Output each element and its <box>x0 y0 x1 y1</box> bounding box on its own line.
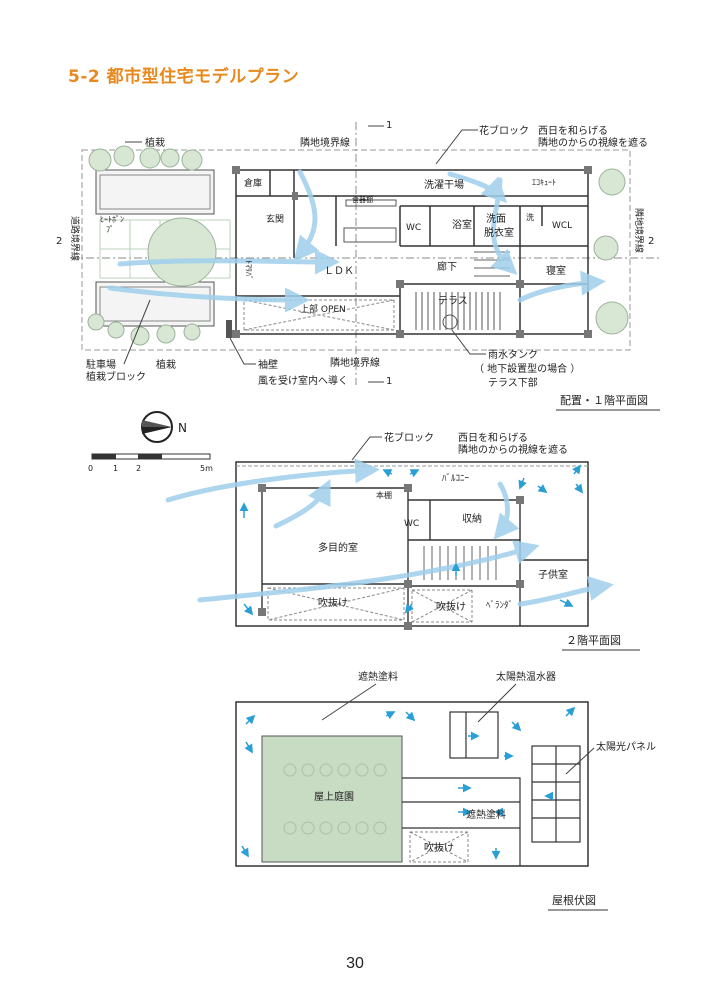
first-floor-plan: 植栽 隣地境界線 1 花ブロック 西日を和らげる 隣地のからの視線を遮る 2 2… <box>56 120 660 411</box>
label-neighbor-line-right: 隣地境界線 <box>633 208 645 253</box>
label-planting-top: 植栽 <box>145 136 165 149</box>
label-insulation-paint-mid: 遮熱塗料 <box>466 808 506 821</box>
building-walls <box>235 169 589 335</box>
label-ecocute: ｴｺｷｭｰﾄ <box>532 178 556 187</box>
label-neighbor-line-top: 隣地境界線 <box>300 136 350 149</box>
label-roof-void: 吹抜け <box>424 841 454 854</box>
wind-flow-arrows <box>107 169 606 313</box>
label-wc: WC <box>406 223 421 233</box>
label-void2: 吹抜け <box>436 600 466 613</box>
label-bedroom: 寝室 <box>546 264 566 277</box>
trees <box>87 145 629 346</box>
car-top <box>95 169 215 215</box>
label-tomaria: ﾄﾏﾘﾊﾞ <box>244 260 253 280</box>
label-wcl: WCL <box>552 221 572 231</box>
label-balcony: ﾊﾞﾙｺﾆｰ <box>442 473 470 484</box>
columns <box>232 166 592 338</box>
compass-n-label: N <box>178 421 187 435</box>
label-planting-bottom: 植栽 <box>156 358 176 371</box>
label-solar-panel: 太陽光パネル <box>596 740 656 753</box>
label-flower-block-note1: 西日を和らげる <box>538 125 608 137</box>
caption-plan2: ２階平面図 <box>566 633 621 647</box>
label-laundry: 洗濯干場 <box>424 178 464 191</box>
scale-tick-2: 2 <box>136 464 141 473</box>
label-multipurpose: 多目的室 <box>318 541 358 554</box>
scale-bar: 0 1 2 5m <box>88 453 213 473</box>
wind-flow-arrows-2f <box>165 458 614 607</box>
label-parking2: 植栽ブロック <box>86 370 146 383</box>
label-neighbor-line-bottom: 隣地境界線 <box>330 356 380 369</box>
label-2f-note1: 西日を和らげる <box>458 432 528 444</box>
label-entrance: 玄関 <box>266 213 284 225</box>
label-insulation-paint-top: 遮熱塗料 <box>358 670 398 683</box>
second-floor-plan: 花ブロック 西日を和らげる 隣地のからの視線を遮る ﾊﾞﾙｺﾆｰ 本棚 WC 収… <box>165 431 640 651</box>
label-road-line: 道路境界線 <box>69 216 81 261</box>
label-2f-note2: 隣地のからの視線を遮る <box>458 443 568 456</box>
label-terrace: テラス <box>438 295 468 307</box>
label-roof-garden: 屋上庭園 <box>314 790 354 803</box>
small-flow-arrows-2f <box>239 464 584 616</box>
roof-plan: 遮熱塗料 太陽熱温水器 太陽光パネル 屋上庭園 遮熱塗料 吹抜け 屋根伏図 <box>235 670 656 911</box>
label-ldk: ＬＤＫ <box>324 266 354 277</box>
label-veranda: ﾍﾞﾗﾝﾀﾞ <box>486 600 513 611</box>
label-2f-wc: WC <box>404 519 419 529</box>
page-number: 30 <box>346 955 364 972</box>
caption-plan1: 配置・１階平面図 <box>560 393 648 407</box>
label-dish-shelf: 食器棚 <box>352 195 373 204</box>
roof-garden-area <box>261 735 403 863</box>
label-parking1: 駐車場 <box>86 358 116 371</box>
label-wash2: 脱衣室 <box>484 226 514 239</box>
label-flower-block: 花ブロック <box>479 124 529 137</box>
label-wash1: 洗面 <box>486 213 506 225</box>
scale-tick-1: 1 <box>113 464 118 473</box>
small-flow-arrows-roof <box>240 706 576 860</box>
label-axis2-left: 2 <box>56 236 62 247</box>
label-corridor: 廊下 <box>437 260 457 273</box>
label-kids-room: 子供室 <box>538 568 568 581</box>
label-rain-tank-note2: テラス下部 <box>488 376 538 389</box>
label-flower-block-note2: 隣地のからの視線を遮る <box>538 136 648 149</box>
label-wash-small: 洗 <box>526 212 534 222</box>
label-sode-wall: 袖壁 <box>258 358 278 371</box>
scale-tick-0: 0 <box>88 464 93 473</box>
page-title: 5-2 都市型住宅モデルプラン <box>68 67 300 87</box>
label-storage: 倉庫 <box>244 177 262 189</box>
label-storage-2f: 収納 <box>462 512 482 525</box>
label-void1: 吹抜け <box>318 596 348 609</box>
label-axis1-bottom: 1 <box>386 376 392 387</box>
label-sode-note: 風を受け室内へ導く <box>258 374 348 387</box>
label-2f-flower-block: 花ブロック <box>384 431 434 444</box>
scale-tick-5m: 5m <box>200 464 213 473</box>
label-heat-pump2: ﾌﾟ <box>106 225 114 234</box>
caption-roof: 屋根伏図 <box>552 893 596 907</box>
label-rain-tank-note1: （ 地下設置型の場合 ） <box>474 362 580 375</box>
label-axis1-top: 1 <box>386 120 392 131</box>
label-bookshelf: 本棚 <box>376 490 392 500</box>
label-solar-water-heater: 太陽熱温水器 <box>496 670 556 683</box>
label-rain-tank: 雨水タンク <box>488 349 538 361</box>
label-heat-pump1: ﾋｰﾄﾎﾟﾝ <box>100 215 124 224</box>
label-bath: 浴室 <box>452 218 472 231</box>
label-upper-open: 上部 OPEN <box>300 303 346 315</box>
label-axis2-right: 2 <box>648 236 654 247</box>
compass: N <box>141 411 187 443</box>
